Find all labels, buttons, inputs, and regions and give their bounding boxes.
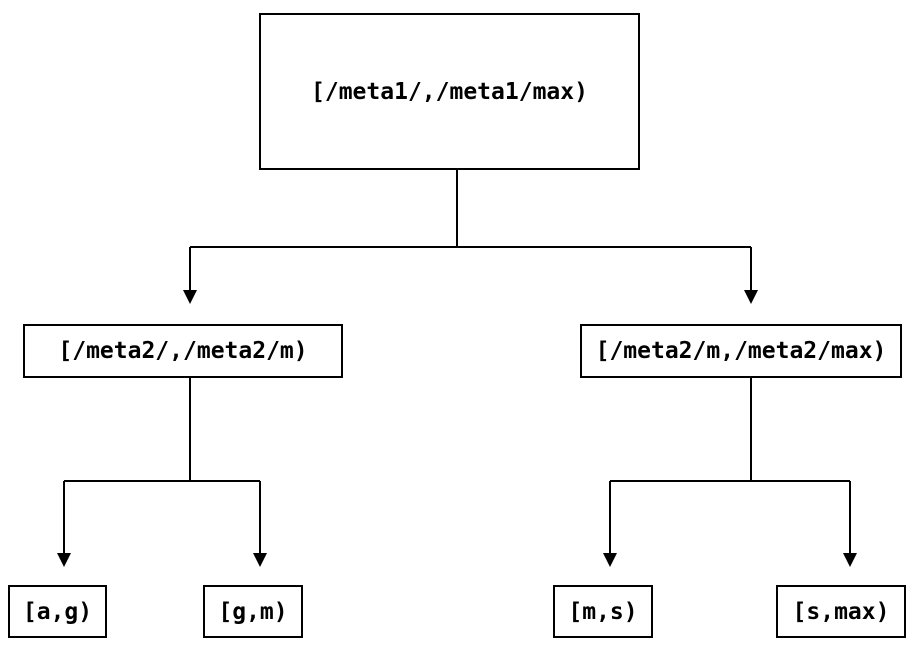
arrowhead-down-icon — [183, 290, 197, 304]
node-leaf-m-s: [m,s) — [553, 585, 653, 638]
arrowhead-down-icon — [843, 553, 857, 567]
edge-root-to-children — [183, 170, 758, 304]
node-leaf-s-max: [s,max) — [776, 585, 906, 638]
node-leaf-g-m: [g,m) — [203, 585, 303, 638]
node-meta2-left-range: [/meta2/,/meta2/m) — [23, 324, 343, 378]
node-meta2-right-range: [/meta2/m,/meta2/max) — [580, 324, 902, 378]
arrowhead-down-icon — [744, 290, 758, 304]
edge-meta2-right-to-leaves — [603, 378, 857, 567]
node-leaf-a-g: [a,g) — [8, 585, 107, 638]
arrowhead-down-icon — [57, 553, 71, 567]
node-root-meta1-range: [/meta1/,/meta1/max) — [259, 13, 640, 170]
edge-meta2-left-to-leaves — [57, 378, 267, 567]
arrowhead-down-icon — [253, 553, 267, 567]
arrowhead-down-icon — [603, 553, 617, 567]
